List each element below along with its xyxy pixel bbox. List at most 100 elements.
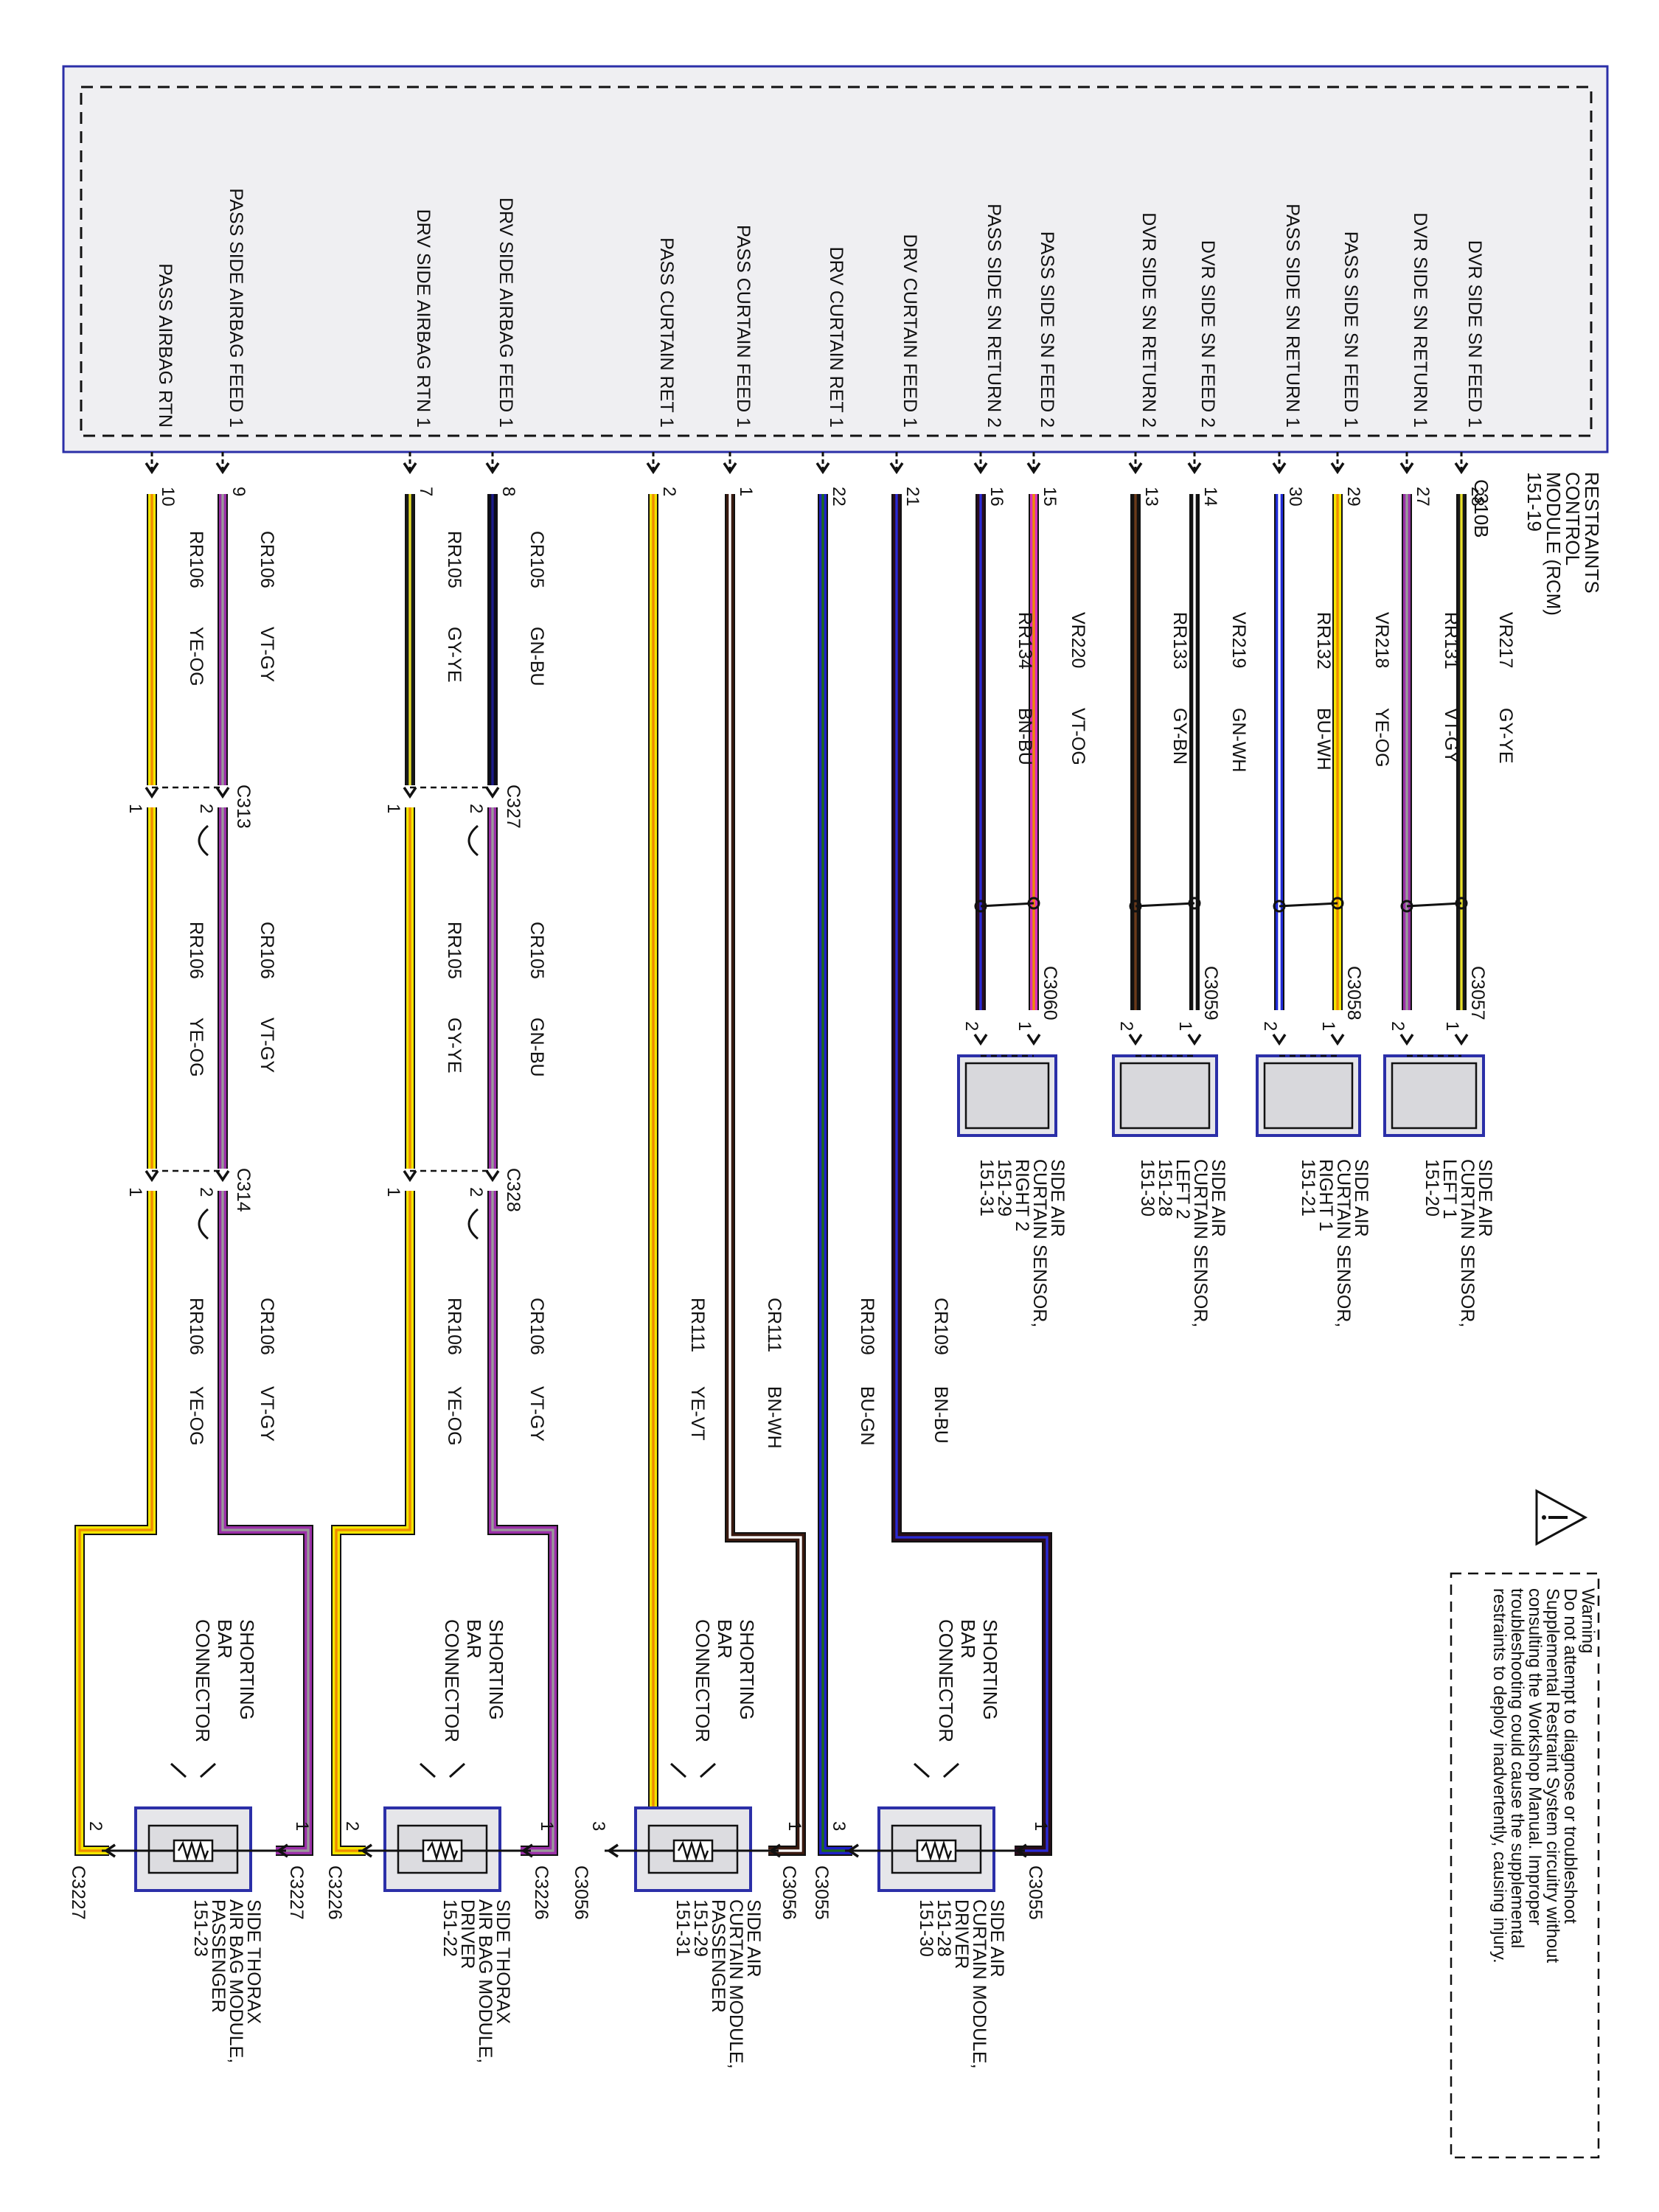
sensor-connector-3: C3060	[1040, 966, 1060, 1020]
rcm-label-8: DRV CURTAIN FEED 1	[900, 234, 920, 428]
module-name-1-2: PASSENGER	[708, 1899, 728, 2013]
rcm-pin-3: 30	[1285, 487, 1305, 507]
rcm-pin-0: 28	[1467, 487, 1487, 507]
sensor-pin-arrow-a-2	[1187, 1034, 1202, 1046]
colorcode-5: GY-BN	[1169, 708, 1190, 765]
module-name-0-3: 151-28	[933, 1899, 954, 1957]
rcm-pin-arrow-8	[889, 462, 904, 475]
circuit-9: RR109	[857, 1298, 877, 1355]
circuit-8: CR109	[931, 1298, 951, 1355]
circuit-7: RR134	[1015, 612, 1035, 669]
rcm-pin-6: 15	[1040, 487, 1060, 507]
sensor-pin-arrow-a-3	[1026, 1034, 1041, 1046]
module-name-1-3: 151-29	[690, 1899, 711, 1957]
inline-pin-a-3: 2	[466, 1187, 486, 1197]
rcm-label-15: PASS AIRBAG RTN	[155, 263, 175, 428]
colorcode2-f-1: VT-GY	[257, 1018, 277, 1073]
sensor-pin-a-0: 1	[1442, 1021, 1462, 1031]
rcm-pin-12: 8	[498, 487, 518, 496]
inline-pin-a-0: 2	[196, 804, 216, 813]
twist-loop-a-0	[1455, 897, 1468, 910]
colorcode-7: BN-BU	[1015, 708, 1035, 765]
module-pin-a-2: 1	[537, 1821, 557, 1831]
inline-arrow-f-3	[485, 1170, 500, 1183]
wires	[74, 494, 1468, 1856]
colorcode-9: BU-GN	[857, 1386, 877, 1446]
sensor-inner-1	[1263, 1062, 1354, 1130]
module-pin-b-0: 3	[829, 1821, 849, 1831]
rcm-name-1: RESTRAINTS	[1581, 472, 1603, 594]
module-resistor-icon-0	[920, 1840, 953, 1862]
colorcode3-f-1: VT-GY	[257, 1386, 277, 1441]
sensor-inner-3	[964, 1062, 1050, 1130]
twist-loop-b-3	[974, 900, 987, 913]
colorcode2-r-1: YE-OG	[186, 1018, 206, 1077]
rcm-pin-arrow-7	[973, 462, 988, 475]
module-conn-b-3: C3227	[68, 1865, 88, 1920]
module-conn-a-0: C3055	[1025, 1865, 1046, 1920]
circuit-3: RR132	[1313, 612, 1334, 669]
inline-arrow-r-1	[145, 1170, 159, 1183]
curtain-feed-0-stripe	[895, 494, 1048, 1852]
airbag-ret-s3-0	[333, 1191, 414, 1854]
rcm-label-3: PASS SIDE SN RETURN 1	[1282, 204, 1303, 428]
colorcode3-r-1: YE-OG	[186, 1386, 206, 1446]
module-name-2-3: 151-22	[439, 1899, 460, 1957]
airbag-feed-s3-0-stripe	[491, 1191, 554, 1852]
module-name-1-1: CURTAIN MODULE,	[726, 1899, 746, 2069]
module-arrow-a-1	[768, 1843, 781, 1858]
circuit-14: CR106	[257, 531, 277, 588]
module-name-0-2: DRIVER	[951, 1899, 972, 1969]
module-conn-b-0: C3055	[811, 1865, 832, 1920]
twist-marker-0	[1406, 902, 1462, 908]
rcm-pin-arrow-3	[1272, 462, 1287, 475]
rcm-pin-5: 13	[1141, 487, 1161, 507]
circuit-15: RR106	[186, 531, 206, 588]
module-conn-a-1: C3056	[779, 1865, 799, 1920]
circuit-0: VR217	[1495, 612, 1516, 668]
rcm-pin-arrow-15	[145, 462, 159, 475]
colorcode-3: BU-WH	[1313, 708, 1334, 771]
rcm-pin-9: 22	[829, 487, 849, 507]
colorcode-4: GN-WH	[1228, 708, 1249, 772]
circuit-6: VR220	[1068, 612, 1088, 668]
rcm-pin-arrow-2	[1330, 462, 1345, 475]
airbag-ret-s3-1-outline	[74, 1191, 157, 1856]
module-arrow-b-0	[846, 1843, 859, 1858]
module-bracket-1	[669, 1762, 717, 1778]
module-pin-b-1: 3	[588, 1821, 608, 1831]
colorcode-1: VT-GY	[1441, 708, 1461, 763]
rcm-pin-arrow-11	[646, 462, 661, 475]
inline-arrow-r-0	[145, 787, 159, 799]
colorcode-2: YE-OG	[1371, 708, 1392, 768]
twist-loop-b-0	[1400, 900, 1413, 913]
twist-loop-a-1	[1331, 897, 1344, 910]
module-conn-b-1: C3056	[571, 1865, 591, 1920]
warning-line-3: consulting the Workshop Manual. Improper	[1525, 1588, 1545, 1925]
warning-triangle-icon	[1535, 1489, 1588, 1546]
rcm-pin-arrow-12	[485, 462, 500, 475]
module-pin-a-0: 1	[1031, 1821, 1051, 1831]
circuit3-r-1: RR106	[186, 1298, 206, 1355]
rcm-pin-arrow-5	[1128, 462, 1143, 475]
sensor-pin-arrow-b-2	[1128, 1034, 1143, 1046]
inline-bracket-0	[198, 824, 209, 857]
module-resistor-icon-2	[426, 1840, 459, 1862]
rcm-pin-arrow-4	[1187, 462, 1202, 475]
module-name-0-0: SIDE AIR	[987, 1899, 1007, 1978]
colorcode-15: YE-OG	[186, 627, 206, 686]
rcm-name-4: 151-19	[1523, 472, 1545, 532]
airbag-ret-s3-1-stripe	[78, 1191, 153, 1852]
sensor-name-0-0: SIDE AIR	[1475, 1159, 1495, 1237]
warning-title: Warning	[1578, 1588, 1598, 1653]
sensor-name-2-1: CURTAIN SENSOR,	[1190, 1159, 1211, 1327]
rcm-pin-arrow-13	[403, 462, 417, 475]
shorting-bar-label-1-0: SHORTING	[736, 1619, 758, 1720]
module-bracket-3	[170, 1762, 217, 1778]
colorcode-12: GN-BU	[526, 627, 547, 686]
